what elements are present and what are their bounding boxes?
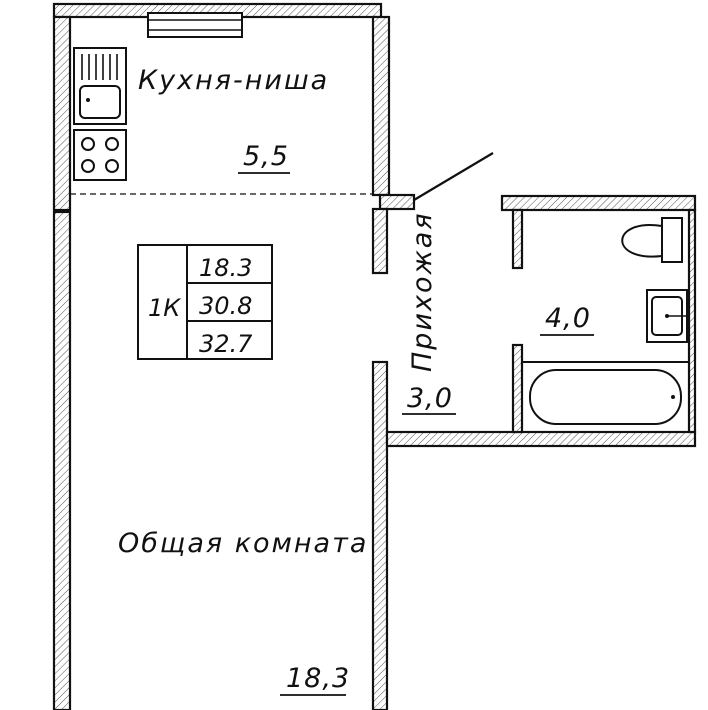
wall-door-stub	[378, 193, 416, 211]
wall-hall-upper	[371, 207, 389, 275]
door-icon	[413, 152, 494, 201]
hallway-name: Прихожая	[407, 211, 438, 372]
wall-living-right	[371, 360, 389, 710]
washbasin-icon	[646, 289, 690, 343]
wall-kitchen-right	[371, 15, 391, 197]
wall-left-lower	[52, 210, 72, 710]
hallway-area: 3,0	[407, 383, 453, 414]
total-area-value: 30.8	[199, 292, 252, 320]
kitchen-area: 5,5	[243, 141, 289, 172]
stove-icon	[73, 129, 127, 181]
wall-left-upper	[52, 15, 72, 212]
walls	[52, 2, 697, 710]
summary-table: 1К 18.3 30.8 32.7	[137, 244, 273, 360]
wall-bath-left-upper	[511, 208, 524, 270]
living-area-value: 18.3	[199, 254, 252, 282]
wall-bath-right	[687, 208, 697, 434]
total-with-balcony-value: 32.7	[199, 330, 253, 358]
toilet-icon	[621, 217, 683, 263]
wall-bottom-hall-bath	[385, 430, 697, 448]
apartment-type: 1К	[148, 294, 181, 322]
wall-bath-left-lower	[511, 343, 524, 434]
living-name: Общая комната	[118, 528, 368, 559]
bathroom-area: 4,0	[545, 303, 591, 334]
living-area: 18,3	[286, 663, 350, 694]
bathtub-icon	[521, 361, 690, 433]
window-icon	[147, 12, 243, 38]
wall-bath-top	[500, 194, 697, 212]
sink-icon	[73, 47, 127, 125]
kitchen-name: Кухня-ниша	[138, 65, 329, 96]
